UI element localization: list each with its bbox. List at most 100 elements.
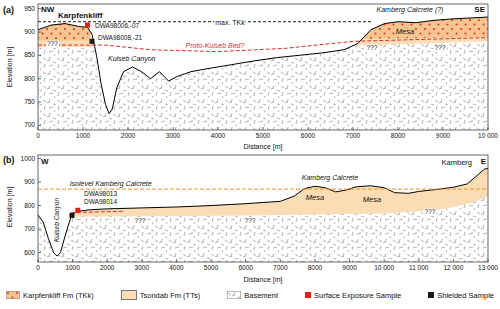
surface-profile [38,17,488,114]
legend-text: Karpfenkliff Fm (TKk) [23,291,94,300]
legend-swatch [227,291,241,299]
tick-mark [453,259,454,262]
tick-label: 8000 [308,265,322,272]
tick-mark [38,127,39,130]
tick-mark [418,259,419,262]
tick-mark [107,259,108,262]
basement-area [38,155,488,262]
tick-label: 0 [36,133,40,140]
axis-ticks [38,9,488,262]
tick-label: 900 [24,179,35,186]
tick-label: 7000 [273,265,287,272]
tick-label: 8000 [391,133,405,140]
line-label: Proto-Kuiseb Bed? [186,42,245,49]
landform-label: Mesa [395,28,415,36]
tick-mark [308,127,309,130]
panel-letter: (a) [3,6,14,15]
uncertain-mark: ??? [244,218,257,225]
tick-label: 4000 [169,265,183,272]
tick-mark [38,102,41,103]
uncertain-mark: ??? [434,45,447,52]
tick-mark [245,259,246,262]
tick-label: 7000 [346,133,360,140]
tick-label: 6000 [301,133,315,140]
place-name: Kuiseb Canyon [54,198,61,242]
plot-frame [38,155,488,262]
direction-label: W [41,158,49,166]
tick-label: 950 [24,5,35,12]
tick-label: 700 [24,122,35,129]
tick-mark [38,8,41,9]
sample-square [69,213,74,218]
tick-label: 5000 [256,133,270,140]
tick-label: 850 [24,52,35,59]
tick-mark [218,127,219,130]
legend-pattern [228,291,242,299]
sample-square [90,39,95,44]
tick-mark [38,259,39,262]
tick-mark [72,259,73,262]
tick-label: 750 [24,99,35,106]
tick-label: 9000 [342,265,356,272]
legend-text: Basement [244,291,278,300]
tick-label: 1000 [76,133,90,140]
tick-mark [314,259,315,262]
tick-mark [173,127,174,130]
landform-label: Mesa [305,194,325,202]
tick-mark [38,205,41,206]
tick-mark [176,259,177,262]
tick-mark [488,259,489,262]
tick-label: 3000 [135,265,149,272]
legend-swatch [121,290,137,300]
legend-item: Karpfenkliff Fm (TKk) [6,291,94,300]
dashed-line [38,189,488,190]
tick-mark [263,127,264,130]
tick-mark [384,259,385,262]
unit-label: Kamberg Calcrete [302,174,358,181]
tick-label: 900 [24,29,35,36]
section-b [38,155,488,262]
sample-id: DWA98006,-07 [95,23,139,30]
tick-label: 5000 [204,265,218,272]
direction-label: SE [474,6,485,14]
tick-label: 12 000 [443,265,463,272]
tick-mark [443,127,444,130]
uncertain-mark: ??? [134,218,147,225]
tsondab-area [38,155,488,221]
place-name: Karpfenkliff [58,12,102,20]
sample-square [75,208,80,213]
tick-mark [211,259,212,262]
legend: Karpfenkliff Fm (TKk)Tsondab Fm (TTs)Bas… [6,290,494,300]
tick-mark [38,55,41,56]
tick-mark [349,259,350,262]
place-name: Kuiseb Canyon [108,55,155,62]
tick-label: 800 [24,75,35,82]
tick-label: 1000 [21,155,35,162]
tick-mark [353,127,354,130]
section-a [38,2,488,130]
tick-mark [38,32,41,33]
uncertain-mark: ??? [46,41,59,48]
uncertain-mark: ??? [366,45,379,52]
axis-title: Distance [m] [244,143,283,150]
panel-letter: (b) [3,156,15,165]
ground [38,155,488,262]
tick-mark [280,259,281,262]
tick-label: 0 [36,265,40,272]
axis-title: Elevation [m] [6,187,13,227]
tick-mark [398,127,399,130]
tick-mark [38,182,41,183]
tick-label: 4000 [211,133,225,140]
legend-item: Shielded Sample [428,291,494,300]
tick-label: 2000 [121,133,135,140]
tick-label: 6000 [238,265,252,272]
tick-mark [38,78,41,79]
line-label: isolevel Kamberg Calcrete [70,180,152,187]
tick-mark [83,127,84,130]
axis-title: Distance [m] [244,276,283,283]
tick-label: 3000 [166,133,180,140]
ground [38,2,488,130]
plot-frame [38,4,488,130]
direction-label: E [481,158,486,166]
